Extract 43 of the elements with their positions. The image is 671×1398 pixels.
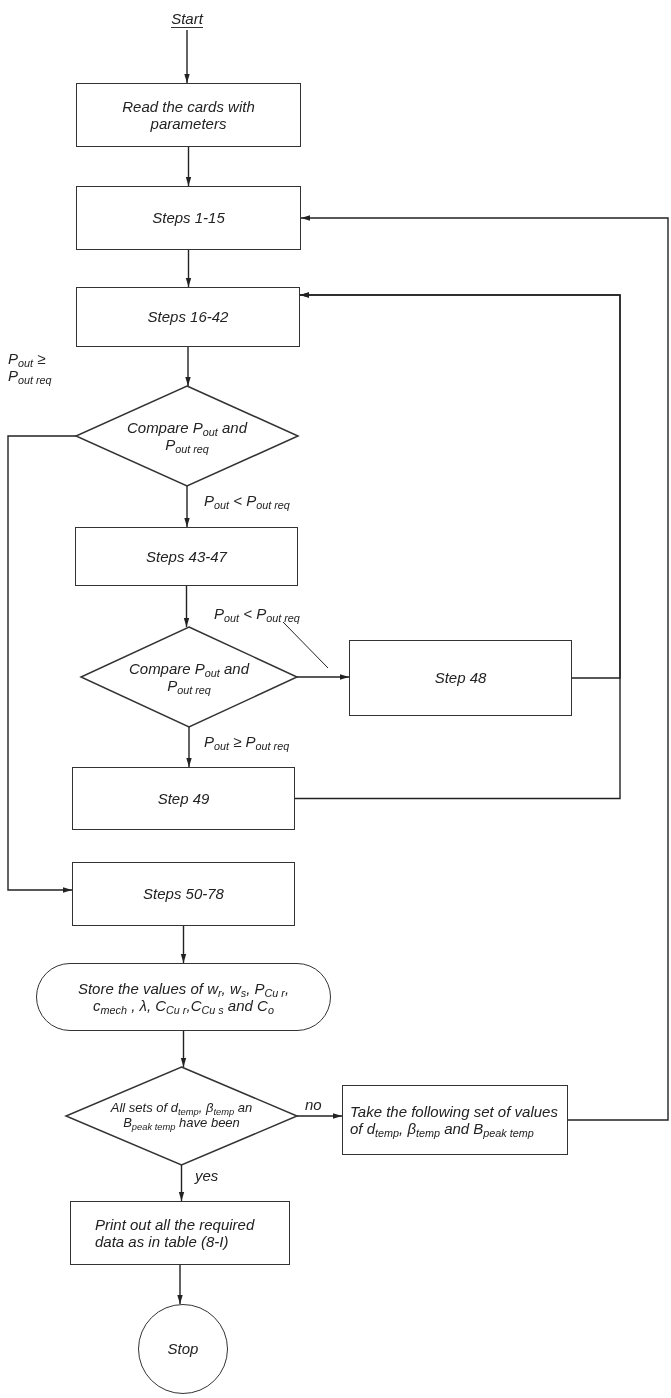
process-box bbox=[75, 527, 298, 586]
step-text: Steps 16-42 bbox=[147, 308, 229, 326]
arrow bbox=[185, 146, 192, 187]
arrow bbox=[296, 674, 350, 680]
process-box bbox=[76, 83, 301, 147]
decision-diamond bbox=[76, 386, 298, 486]
step-text: Compare P$_{out}$ and P$_{out req}$ bbox=[127, 659, 251, 695]
arrow bbox=[294, 292, 621, 800]
process-box bbox=[72, 862, 295, 926]
arrow bbox=[184, 485, 190, 528]
step-text: Steps 43-47 bbox=[146, 547, 227, 566]
arrow bbox=[184, 29, 190, 84]
arrow bbox=[180, 1030, 187, 1068]
arrow bbox=[180, 925, 187, 964]
arrow bbox=[185, 346, 191, 387]
process-box bbox=[342, 1085, 568, 1155]
step-text: Print out all the required data as in table (8-I) bbox=[95, 1215, 256, 1251]
step-text: Step 48 bbox=[434, 669, 487, 687]
arrow bbox=[185, 249, 192, 288]
arrow bbox=[186, 726, 192, 768]
arrow bbox=[183, 585, 190, 628]
step-text: Step 49 bbox=[157, 789, 210, 808]
process-box bbox=[76, 287, 300, 347]
step-text: Take the following set of values of d$_{temp}$, β$_{temp}$ and B$_{peak temp}$ bbox=[350, 1102, 559, 1138]
step-text: Read the cards with parameters bbox=[121, 97, 256, 133]
process-box bbox=[70, 1201, 290, 1265]
arrow bbox=[296, 1113, 343, 1119]
process-box bbox=[349, 640, 572, 716]
step-text: All sets of d$_{temp}$, β$_{temp}$ an B$_{peak temp}$ have been bbox=[109, 1101, 254, 1131]
step-text: Compare P$_{out}$ and P$_{out req}$ bbox=[125, 418, 249, 454]
step-text: Stop bbox=[167, 1340, 199, 1358]
arrow bbox=[7, 435, 77, 893]
step-text: Steps 50-78 bbox=[143, 885, 224, 903]
step-text: Steps 1-15 bbox=[152, 209, 225, 227]
arrow bbox=[300, 215, 669, 1121]
start-label: Start bbox=[171, 9, 203, 29]
arrow bbox=[178, 1164, 185, 1202]
process-box bbox=[76, 186, 301, 250]
decision-diamond bbox=[66, 1067, 297, 1165]
step-text: Store the values of w$_{r}$, w$_{s}$, P$_{Cu r}$, c$_{mech}$ , λ, C$_{Cu r}$,C$_{Cu s}$ and C$_{o}$ bbox=[76, 979, 291, 1015]
decision-diamond bbox=[81, 627, 297, 727]
arrow bbox=[177, 1264, 183, 1305]
process-box bbox=[72, 767, 295, 830]
